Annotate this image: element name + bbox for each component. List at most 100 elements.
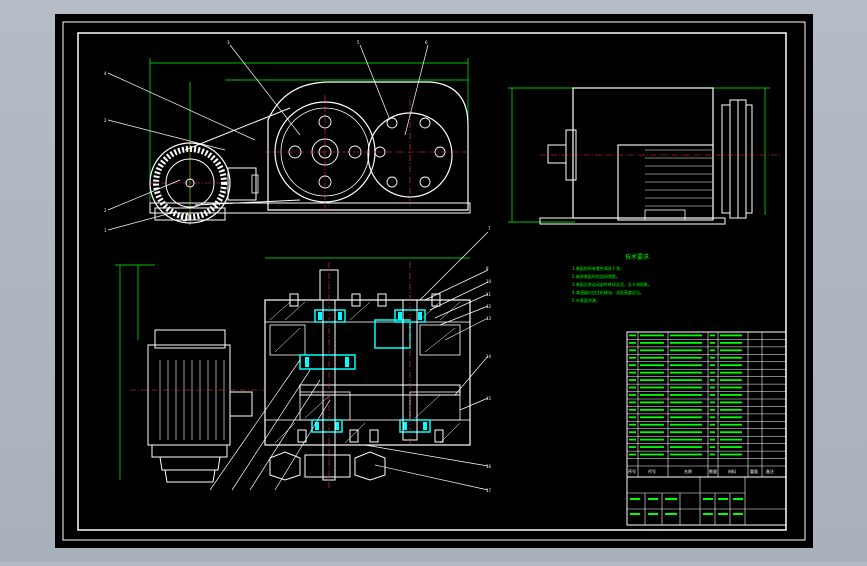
parts-cell-text [670, 349, 702, 352]
parts-cell-text [670, 371, 702, 374]
callout-label: 11 [486, 292, 492, 297]
parts-cell-text [629, 401, 636, 404]
parts-cell-text [629, 431, 636, 434]
parts-cell-text [720, 371, 742, 374]
section-centerlines [130, 262, 411, 490]
parts-cell-text [720, 349, 742, 352]
parts-cell-text [640, 349, 664, 352]
header-code: 代号 [648, 468, 656, 474]
parts-cell-text [629, 408, 636, 411]
parts-cell-text [710, 416, 715, 419]
parts-cell-text [629, 416, 636, 419]
header-remark: 备注 [766, 468, 774, 474]
parts-cell-text [629, 364, 636, 367]
parts-cell-text [720, 401, 742, 404]
parts-cell-text [670, 364, 702, 367]
notes-heading: 技术要求 [625, 253, 649, 261]
bolts [289, 293, 444, 443]
parts-cell-text [720, 408, 742, 411]
parts-cell-text [640, 386, 664, 389]
parts-cell-text [640, 453, 664, 456]
callout-label: 12 [486, 304, 492, 309]
parts-cell-text [640, 423, 664, 426]
parts-cell-text [720, 394, 742, 396]
callout-label: 1 [104, 228, 107, 233]
parts-cell-text [710, 371, 715, 374]
belt-lower [194, 199, 301, 206]
title-block [626, 476, 787, 526]
parts-cell-text [710, 386, 715, 389]
parts-cell-text [710, 356, 715, 359]
parts-cell-text [710, 401, 715, 404]
callout-label: 14 [486, 354, 492, 359]
parts-list: 序号 代号 名称 数量 材料 重量 备注 [626, 331, 787, 478]
parts-cell-text [640, 394, 664, 396]
parts-cell-text [670, 356, 702, 359]
parts-cell-text [670, 431, 702, 434]
header-index: 序号 [628, 468, 636, 474]
note-line: 3.装配后各运动部件转动灵活，无卡滞现象。 [572, 281, 652, 287]
parts-cell-text [670, 423, 702, 426]
parts-cell-text [629, 356, 636, 359]
pulley-icon [721, 99, 753, 219]
section-view [115, 231, 489, 491]
parts-cell-text [670, 438, 702, 441]
front-leaders [107, 44, 429, 231]
header-qty: 数量 [709, 468, 717, 474]
parts-cell-text [710, 394, 715, 396]
parts-cell-text [720, 386, 742, 389]
parts-cell-text [720, 438, 742, 441]
parts-cell-text [720, 379, 742, 381]
motor-icon [149, 142, 259, 224]
parts-cell-text [720, 364, 742, 367]
parts-cell-text [629, 446, 636, 448]
parts-cell-text [629, 379, 636, 381]
callout-group: 4 2 2 1 3 5 6 7 8 10 11 12 13 14 15 16 1… [104, 40, 492, 493]
callout-label: 2 [104, 118, 107, 123]
callout-label: 17 [486, 488, 492, 493]
parts-cell-text [720, 431, 742, 434]
header-name: 名称 [684, 468, 692, 474]
pulley-icon [269, 451, 386, 481]
callout-label: 3 [227, 40, 230, 45]
callout-label: 8 [486, 266, 489, 271]
parts-cell-text [720, 453, 742, 456]
parts-cell-text [629, 371, 636, 374]
note-line: 5.外表面涂漆。 [572, 297, 600, 303]
motor-icon [617, 144, 714, 221]
parts-cell-text [710, 334, 715, 337]
parts-cell-text [710, 453, 715, 456]
parts-cell-text [710, 341, 715, 344]
parts-cell-text [710, 379, 715, 381]
parts-cell-text [640, 431, 664, 434]
side-view [508, 87, 780, 225]
parts-cell-text [720, 341, 742, 344]
parts-cell-text [670, 379, 702, 381]
parts-cell-text [670, 386, 702, 389]
parts-cell-text [720, 416, 742, 419]
parts-cell-text [710, 446, 715, 448]
parts-cell-text [670, 408, 702, 411]
parts-cell-text [629, 334, 636, 337]
parts-cell-text [720, 356, 742, 359]
parts-cell-text [640, 408, 664, 411]
outer-frame [62, 21, 806, 541]
parts-cell-text [640, 371, 664, 374]
callout-label: 2 [104, 208, 107, 213]
callout-label: 7 [488, 226, 491, 231]
parts-cell-text [670, 446, 702, 448]
parts-cell-text [710, 438, 715, 441]
callout-label: 13 [486, 316, 492, 321]
parts-cell-text [629, 394, 636, 396]
inner-frame [77, 32, 787, 531]
belt-upper [184, 107, 291, 151]
parts-cell-text [670, 416, 702, 419]
note-line: 4.减速器内加注机械油，油面高度适当。 [572, 289, 644, 295]
section-leaders [209, 231, 489, 491]
parts-cell-text [629, 423, 636, 426]
note-line: 1.装配前所有零件清洗干净。 [572, 265, 624, 271]
parts-cell-text [720, 423, 742, 426]
bearing-rollers [305, 312, 427, 430]
parts-cell-text [710, 423, 715, 426]
